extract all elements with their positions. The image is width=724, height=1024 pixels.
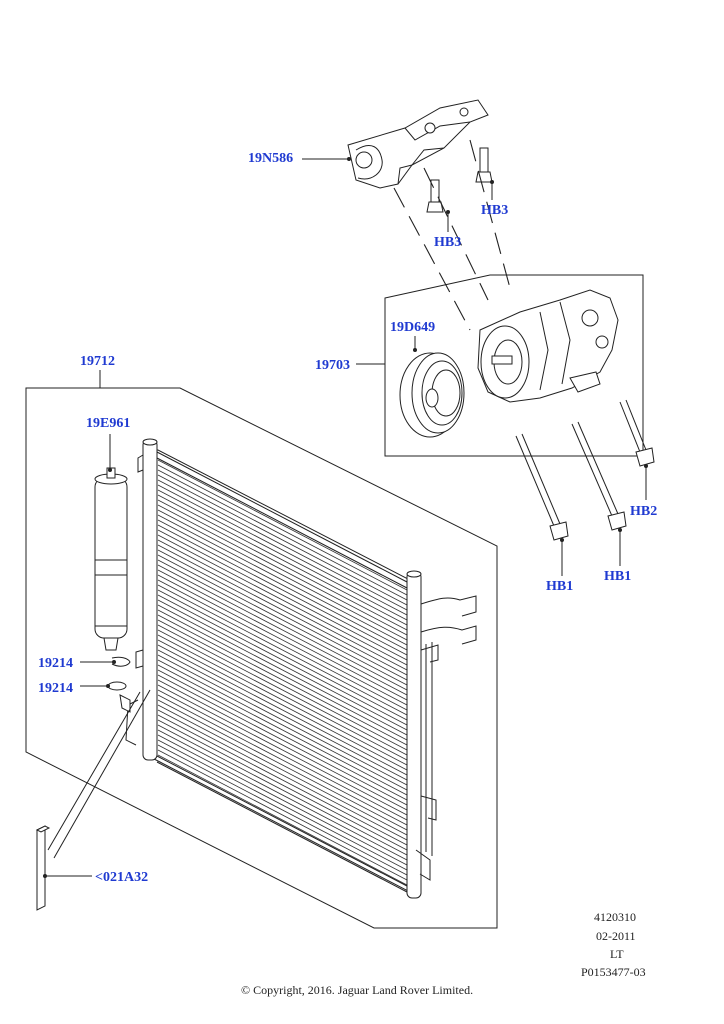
foam-seal[interactable] [35,689,151,911]
callout-19214-upper[interactable]: 19214 [38,656,73,671]
o-ring-lower[interactable] [107,681,131,713]
condenser[interactable] [125,438,477,899]
bolt-hb3-left[interactable] [426,179,444,213]
bolt-hb2[interactable] [619,399,655,467]
copyright: © Copyright, 2016. Jaguar Land Rover Lim… [241,983,474,997]
ac-compressor[interactable] [477,289,619,403]
mounting-bracket[interactable] [347,99,489,189]
receiver-drier[interactable] [94,467,128,651]
drawing-variant: LT [610,947,624,961]
clutch-pulley[interactable] [399,352,465,438]
callout-hb1-right[interactable]: HB1 [604,569,632,584]
callout-19n586[interactable]: 19N586 [248,151,294,166]
callout-021a32[interactable]: <021A32 [95,870,149,885]
bolt-hb1-right[interactable] [571,421,627,531]
callout-hb2[interactable]: HB2 [630,504,658,519]
callout-19712[interactable]: 19712 [80,354,115,369]
bolt-hb1-left[interactable] [515,433,569,541]
drawing-date: 02-2011 [596,929,636,943]
callout-hb3-left[interactable]: HB3 [434,235,462,250]
callout-19e961[interactable]: 19E961 [86,416,131,431]
bolt-hb3-right[interactable] [475,147,493,183]
part-reference: P0153477-03 [581,965,646,979]
drawing-code: 4120310 [594,910,636,924]
callout-19d649[interactable]: 19D649 [390,320,436,335]
callout-hb1-left[interactable]: HB1 [546,579,574,594]
condenser-group-outline [25,387,498,929]
leader-lines [43,157,648,878]
o-ring-upper[interactable] [111,656,131,667]
callout-19703[interactable]: 19703 [315,358,350,373]
callout-19214-lower[interactable]: 19214 [38,681,73,696]
callout-hb3-right[interactable]: HB3 [481,203,509,218]
compressor-group-outline [384,274,644,457]
